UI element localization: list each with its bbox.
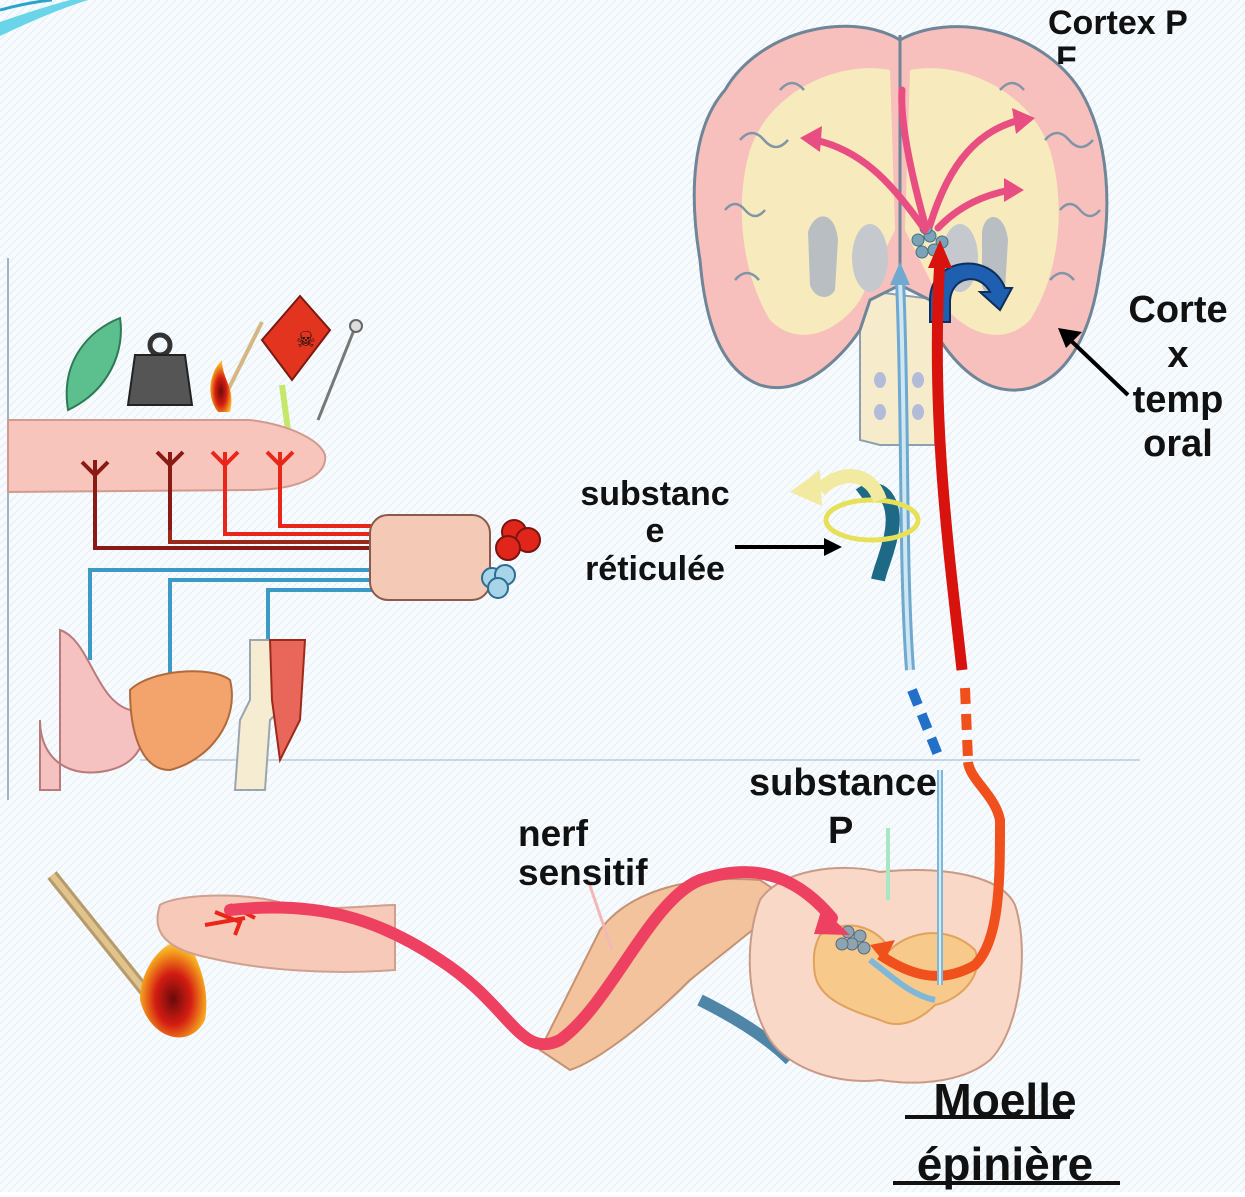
cortex-temporal-label: Corte x temp oral — [1108, 288, 1245, 467]
finger — [8, 420, 325, 492]
substance-p-label: substance P — [718, 760, 968, 855]
dashed-red-tract — [965, 688, 968, 760]
nerve-bundle — [370, 515, 490, 600]
substance-reticulee-label: substanc e réticulée — [555, 476, 755, 588]
svg-text:☠: ☠ — [296, 328, 316, 353]
cortex-p-label: Cortex P F — [1048, 6, 1208, 64]
nerf-sensitif-label: nerf sensitif — [518, 815, 698, 893]
moelle-epiniere-label: Moelle épinière — [880, 1068, 1130, 1197]
